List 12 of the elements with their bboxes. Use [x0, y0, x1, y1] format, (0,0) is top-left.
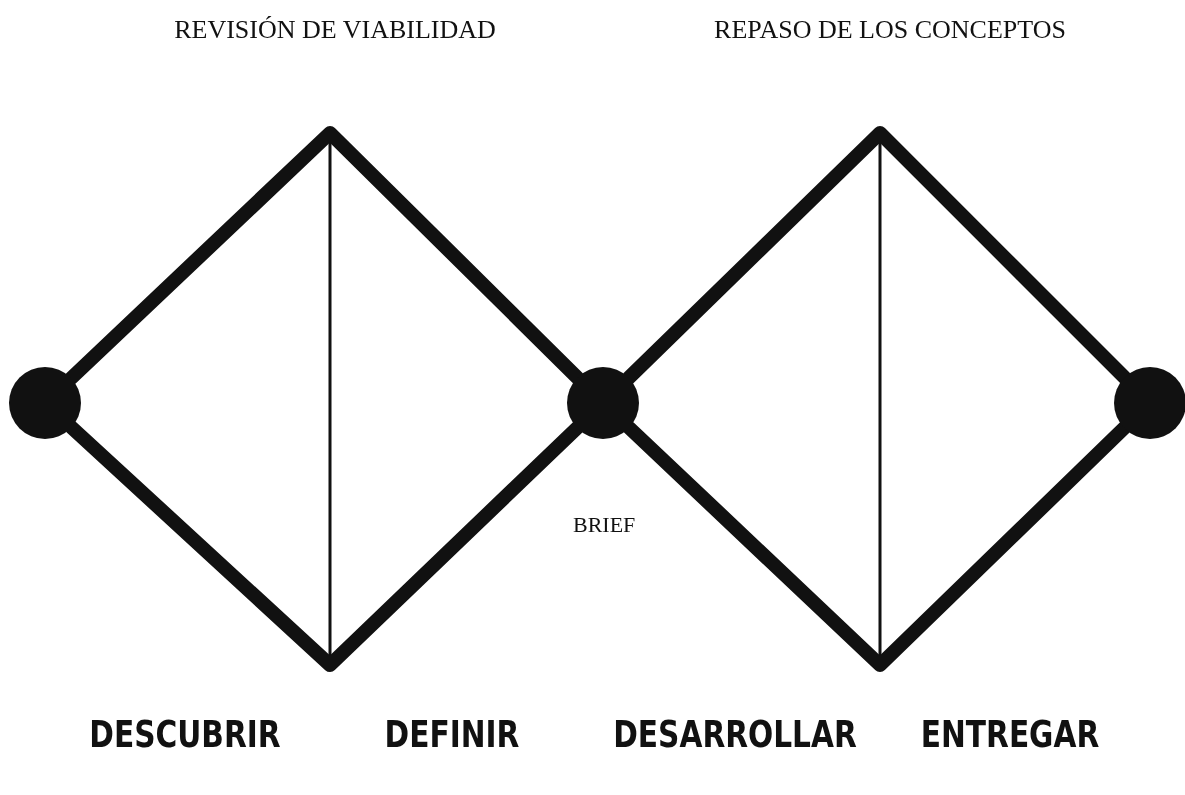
stage-label: REVISIÓN DE VIABILIDAD: [174, 15, 496, 45]
phase-label: DEFINIR: [384, 712, 520, 756]
stage-label: REPASO DE LOS CONCEPTOS: [714, 15, 1066, 45]
node-dot: [9, 367, 81, 439]
phase-label: DESARROLLAR: [613, 712, 857, 756]
phase-label: DESCUBRIR: [89, 712, 281, 756]
diamond-edge-line: [622, 420, 1132, 672]
node-caption: BRIEF: [573, 512, 636, 538]
phase-label: ENTREGAR: [920, 712, 1100, 756]
diamond-edge-line: [621, 126, 1132, 385]
diamond-edge-line: [64, 126, 585, 386]
node-dot: [1114, 367, 1185, 439]
